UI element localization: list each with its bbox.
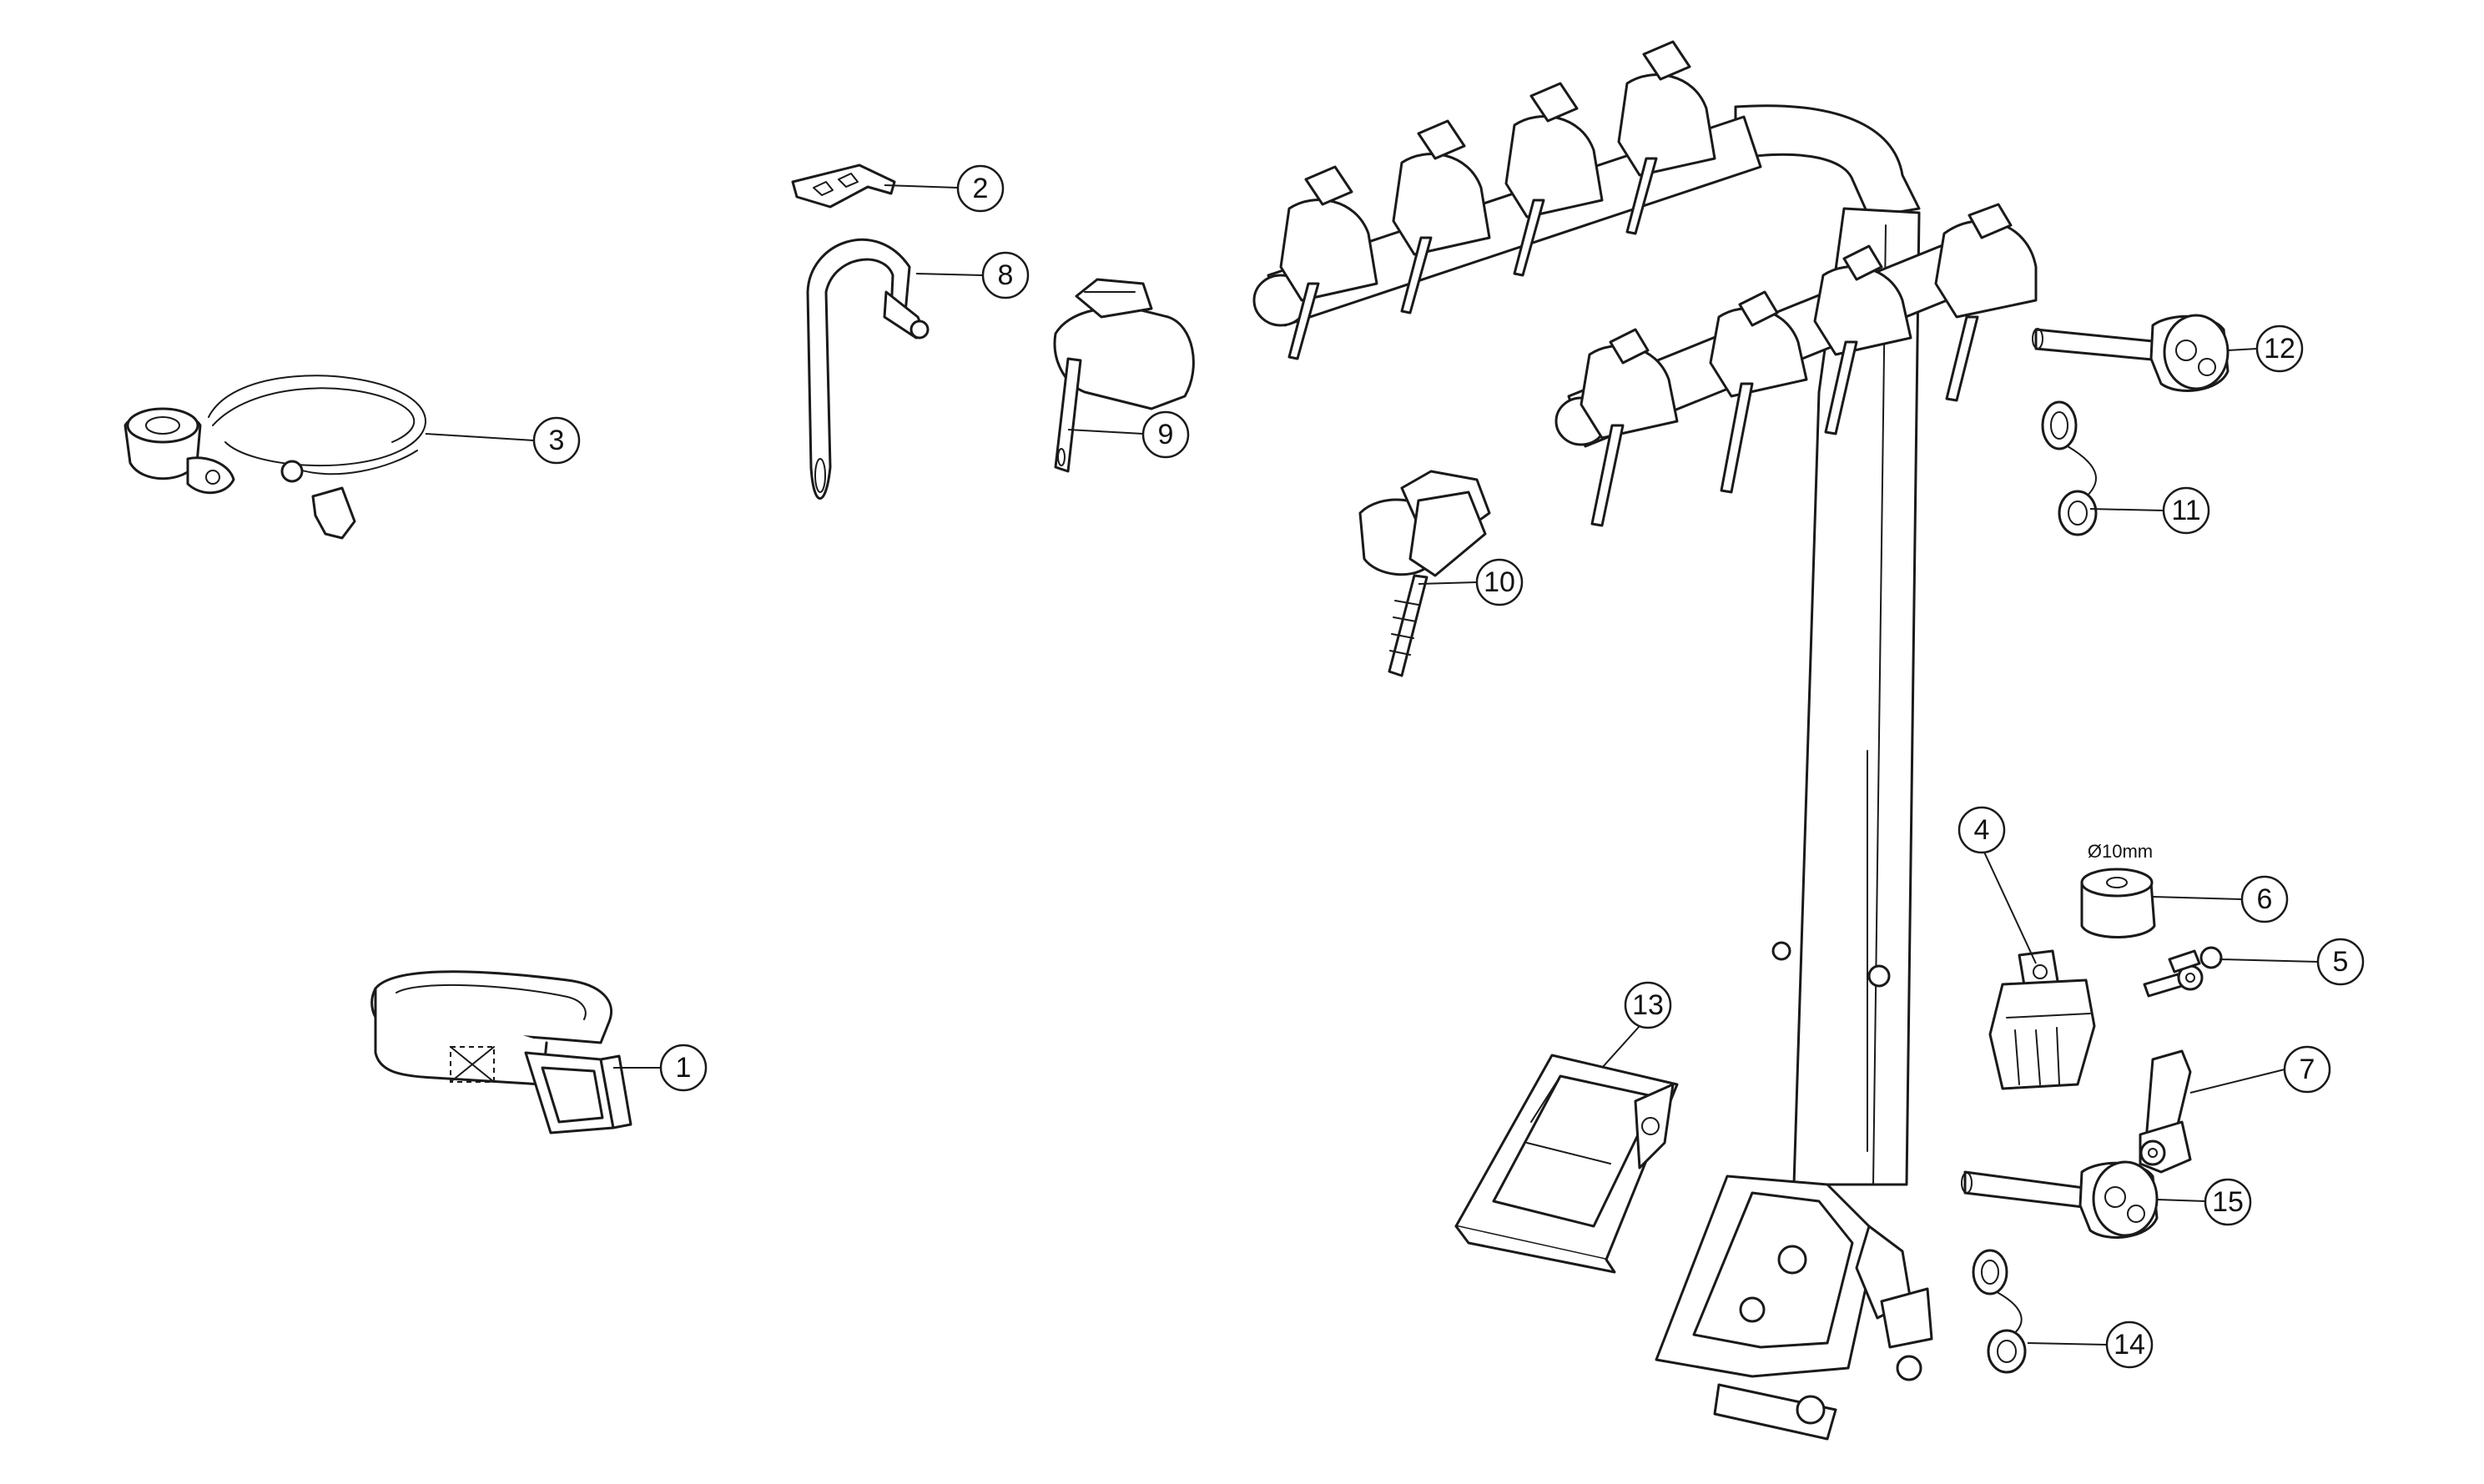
leader-4 <box>1981 846 2037 964</box>
part-locking-knob <box>1988 949 2096 1090</box>
callout-number: 13 <box>1632 989 1664 1021</box>
callout-14: 14 <box>2105 1321 2154 1369</box>
callout-13: 13 <box>1624 981 1672 1029</box>
callout-9: 9 <box>1141 410 1190 459</box>
callout-number: 12 <box>2264 333 2295 365</box>
part-keys <box>2143 946 2223 998</box>
leader-3 <box>425 433 535 441</box>
callout-number: 9 <box>1158 419 1174 450</box>
callout-number: 8 <box>998 259 1014 291</box>
part-cradle <box>1053 278 1195 473</box>
leader-lines <box>425 184 2319 1346</box>
part-clip <box>791 163 896 209</box>
cradle-lower-4 <box>1934 203 2038 402</box>
callout-6: 6 <box>2240 875 2289 923</box>
leader-11 <box>2089 508 2164 511</box>
leader-5 <box>2219 958 2319 963</box>
part-tray <box>1454 1054 1679 1274</box>
leader-9 <box>1067 429 1144 435</box>
part-hook <box>806 238 930 500</box>
part-cap-nut <box>2080 868 2156 938</box>
callout-number: 7 <box>2300 1054 2315 1085</box>
leader-14 <box>2027 1342 2108 1346</box>
callout-number: 3 <box>549 425 565 456</box>
cradle-upper-3 <box>1504 82 1604 277</box>
part-spring-washer <box>2041 400 2098 536</box>
diameter-note: Ø10mm <box>2088 841 2153 862</box>
callout-number: 5 <box>2333 946 2349 978</box>
callout-7: 7 <box>2283 1045 2331 1094</box>
rack-mast <box>1734 104 1921 1186</box>
leader-6 <box>2152 896 2243 900</box>
callout-number: 1 <box>676 1052 692 1084</box>
callout-3: 3 <box>532 416 581 465</box>
part-knob-bolt-2 <box>1961 1160 2159 1239</box>
callout-11: 11 <box>2162 486 2210 535</box>
callout-number: 11 <box>2171 495 2200 526</box>
leader-2 <box>884 184 959 189</box>
callout-5: 5 <box>2316 938 2365 986</box>
hitch-base <box>1655 1175 1933 1441</box>
leader-10 <box>1418 581 1478 585</box>
callout-2: 2 <box>956 164 1005 213</box>
part-latch <box>2139 1049 2192 1174</box>
leader-13 <box>1601 1025 1640 1069</box>
leader-15 <box>2156 1199 2206 1202</box>
callout-12: 12 <box>2255 324 2304 373</box>
callout-number: 14 <box>2114 1329 2145 1361</box>
part-cradle-2 <box>1358 470 1491 677</box>
callout-15: 15 <box>2204 1178 2252 1226</box>
callout-number: 2 <box>973 173 989 204</box>
callout-number: 4 <box>1974 814 1990 846</box>
part-knob-bolt <box>2032 314 2230 392</box>
callout-number: 15 <box>2212 1186 2244 1218</box>
leader-8 <box>915 273 984 276</box>
cradle-upper-4 <box>1617 40 1716 235</box>
leader-12 <box>2227 348 2258 351</box>
lower-cradle-bar <box>1554 203 2038 527</box>
leader-7 <box>2189 1069 2285 1094</box>
part-spring-washer-2 <box>1972 1249 2027 1374</box>
callout-4: 4 <box>1957 806 2006 854</box>
cradle-upper-1 <box>1279 165 1378 360</box>
cradle-lower-3 <box>1813 244 1912 435</box>
cradle-upper-2 <box>1392 119 1491 314</box>
upper-cradle-bar <box>1252 40 1762 360</box>
callout-number: 10 <box>1484 566 1515 598</box>
part-strap <box>370 970 632 1134</box>
cradle-lower-1 <box>1580 328 1679 527</box>
cradle-lower-2 <box>1709 290 1808 494</box>
part-cable-lock <box>123 375 426 540</box>
callout-10: 10 <box>1475 558 1524 606</box>
callout-8: 8 <box>981 251 1030 299</box>
callout-number: 6 <box>2257 883 2273 915</box>
callout-1: 1 <box>659 1044 708 1092</box>
